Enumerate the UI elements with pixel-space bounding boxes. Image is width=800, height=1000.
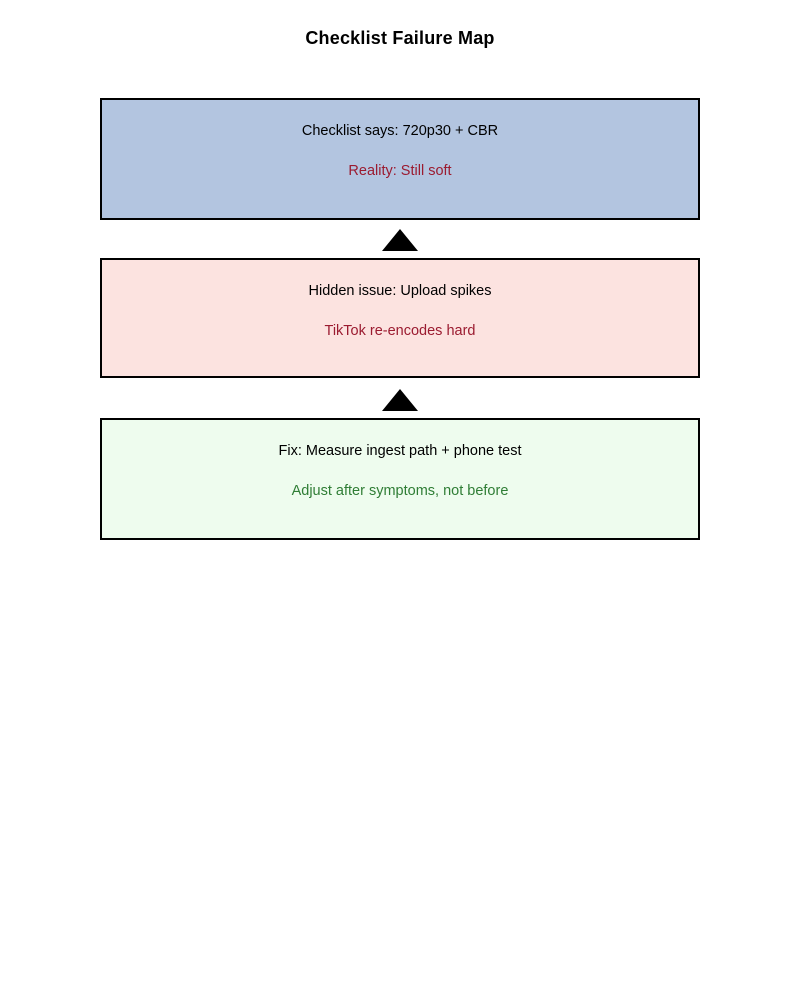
node-hidden-issue-sub-text: TikTok re-encodes hard — [324, 323, 476, 339]
node-fix-sub-text: Adjust after symptoms, not before — [291, 483, 509, 499]
page-title: Checklist Failure Map — [305, 28, 495, 48]
arrow-up-icon-fix-to-issue — [382, 389, 418, 411]
node-fix[interactable]: Fix: Measure ingest path + phone test Ad… — [100, 418, 700, 540]
node-hidden-issue[interactable]: Hidden issue: Upload spikes TikTok re-en… — [100, 258, 700, 378]
node-checklist-sub-text: Reality: Still soft — [348, 163, 452, 179]
arrow-up-icon-issue-to-checklist — [382, 229, 418, 251]
node-checklist[interactable]: Checklist says: 720p30 + CBR Reality: St… — [100, 98, 700, 220]
node-checklist-main-text: Checklist says: 720p30 + CBR — [301, 123, 499, 139]
node-hidden-issue-main-text: Hidden issue: Upload spikes — [308, 283, 492, 299]
node-fix-main-text: Fix: Measure ingest path + phone test — [278, 443, 522, 459]
